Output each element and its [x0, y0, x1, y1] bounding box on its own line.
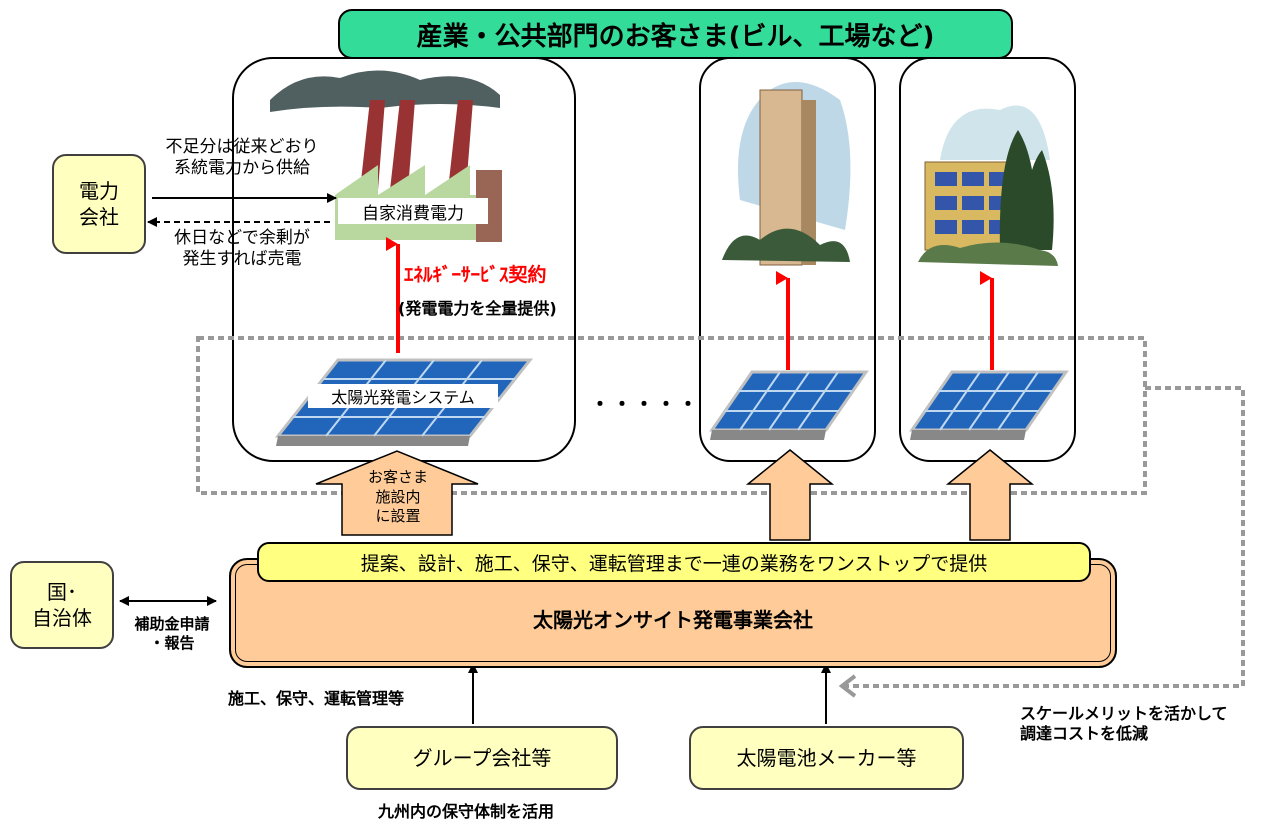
government-label-2: 自治体 [32, 606, 92, 630]
solar-panel-school [909, 370, 1069, 440]
power-company-label-2: 会社 [79, 205, 119, 229]
company-name: 太陽光オンサイト発電事業会社 [533, 608, 813, 632]
install-arrow-school [945, 449, 1035, 541]
grid-supply-line-2: 系統電力から供給 [174, 158, 310, 179]
grid-supply-note: 不足分は従来どおり 系統電力から供給 [152, 137, 332, 180]
surplus-line-1: 休日などで余剰が [174, 228, 310, 248]
procurement-arrowhead [838, 674, 857, 698]
government-box: 国･ 自治体 [10, 561, 114, 649]
group-company-box: グループ会社等 [346, 726, 618, 790]
solar-system-label: 太陽光発電システム [308, 384, 498, 408]
surplus-line-2: 発生すれば売電 [182, 249, 302, 270]
contract-subtitle: (発電電力を全量提供) [398, 299, 557, 318]
header-title-text: 産業・公共部門のお客さま(ビル、工場など) [416, 21, 935, 52]
subsidy-note: 補助金申請 ・報告 [118, 615, 226, 653]
install-text-line-3: に設置 [375, 507, 421, 525]
group-work-note: 施工、保守、運転管理等 [228, 689, 405, 708]
government-label-1: 国･ [47, 580, 77, 604]
school-icon [918, 105, 1058, 266]
header-title: 産業・公共部門のお客さま(ビル、工場など) [338, 9, 1013, 59]
ellipsis: ・・・・・ [590, 392, 700, 416]
self-consumption-label: 自家消費電力 [338, 198, 488, 224]
group-company-label: グループ会社等 [412, 746, 552, 770]
kyushu-note: 九州内の保守体制を活用 [378, 802, 555, 821]
maker-box: 太陽電池メーカー等 [689, 726, 964, 790]
power-company-box: 電力 会社 [52, 154, 146, 254]
highrise-icon [722, 82, 851, 266]
contract-title: ｴﾈﾙｷﾞｰｻｰﾋﾞｽ契約 [404, 264, 547, 286]
install-arrow-building [745, 449, 835, 541]
one-stop-banner: 提案、設計、施工、保守、運転管理まで一連の業務をワンストップで提供 [257, 542, 1091, 582]
scale-merit-note: スケールメリットを活かして 調達コストを低減 [1020, 704, 1228, 744]
subsidy-line-1: 補助金申請 [134, 615, 210, 633]
grid-supply-line-1: 不足分は従来どおり [165, 137, 319, 157]
install-arrow-main [315, 450, 479, 536]
power-company-label-1: 電力 [79, 179, 119, 203]
solar-group-frame [196, 336, 1147, 495]
subsidy-line-2: ・報告 [149, 633, 195, 652]
scale-line-1: スケールメリットを活かして [1020, 704, 1228, 723]
surplus-note: 休日などで余剰が 発生すれば売電 [158, 228, 326, 271]
scale-line-2: 調達コストを低減 [1020, 724, 1149, 743]
install-text-line-2: 施設内 [375, 487, 421, 506]
maker-label: 太陽電池メーカー等 [736, 746, 917, 770]
install-text-line-1: お客さま [367, 468, 428, 486]
install-arrow-text: お客さま 施設内 に設置 [355, 468, 441, 527]
solar-panel-building [709, 370, 869, 440]
